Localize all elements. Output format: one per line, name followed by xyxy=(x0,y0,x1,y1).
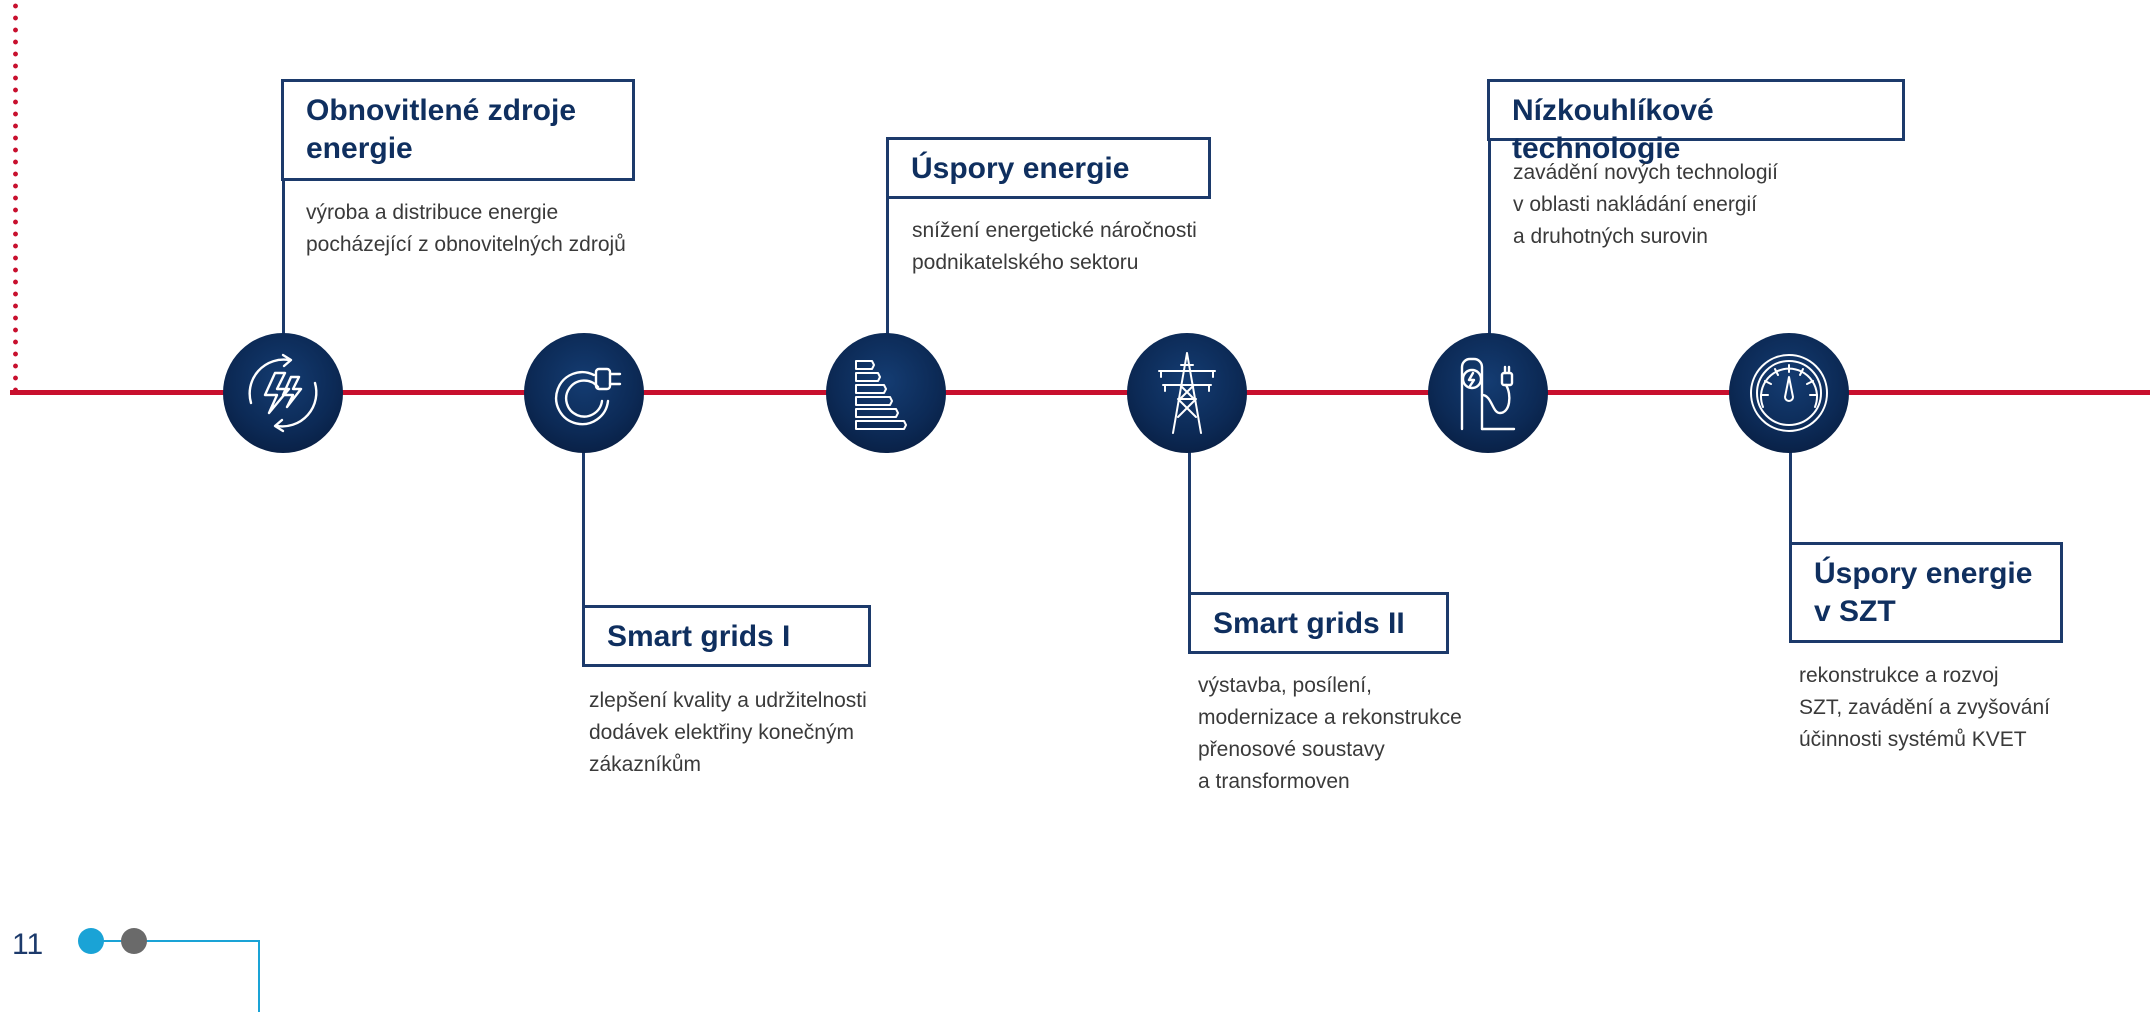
item-description-2: zlepšení kvality a udržitelnosti dodávek… xyxy=(589,689,867,776)
charging-station-circle xyxy=(1428,333,1548,453)
title-box-5: Nízkouhlíkové technologie xyxy=(1487,79,1905,165)
plug-icon xyxy=(554,367,622,426)
nav-connector-vertical xyxy=(258,940,260,1012)
item-title-2: Smart grids I xyxy=(607,620,791,653)
nav-connector-horizontal xyxy=(100,940,260,942)
nav-dot-inactive[interactable] xyxy=(121,928,147,954)
gauge-circle xyxy=(1729,333,1849,453)
item-title-5: Nízkouhlíkové technologie xyxy=(1512,94,1714,165)
item-description-4: výstavba, posílení, modernizace a rekons… xyxy=(1198,674,1462,793)
renewable-energy-circle xyxy=(223,333,343,453)
item-title-3: Úspory energie xyxy=(911,152,1130,185)
item-description-1: výroba a distribuce energie pocházející … xyxy=(306,201,626,256)
item-description-5: zavádění nových technologií v oblasti na… xyxy=(1513,161,1779,248)
renewable-energy-icon xyxy=(248,353,318,433)
energy-efficiency-icon xyxy=(855,360,907,430)
connector-line-2 xyxy=(582,450,585,612)
connector-line-3 xyxy=(886,194,889,338)
item-title-4: Smart grids II xyxy=(1213,607,1405,640)
page-number: 11 xyxy=(12,928,44,961)
transmission-tower-circle xyxy=(1127,333,1247,453)
item-title-6: Úspory energie v SZT xyxy=(1814,557,2033,628)
item-description-6: rekonstrukce a rozvoj SZT, zavádění a zv… xyxy=(1799,664,2050,751)
nav-dot-active[interactable] xyxy=(78,928,104,954)
title-box-1: Obnovitlené zdroje energie xyxy=(281,79,635,181)
timeline-axis xyxy=(10,390,2150,395)
title-box-4: Smart grids II xyxy=(1188,592,1449,654)
dotted-red-line xyxy=(13,0,18,392)
connector-line-1 xyxy=(282,178,285,338)
transmission-tower-icon xyxy=(1158,352,1216,434)
item-description-3: snížení energetické náročnosti podnikate… xyxy=(912,219,1197,274)
connector-line-6 xyxy=(1789,450,1792,546)
gauge-icon xyxy=(1750,354,1828,432)
title-box-2: Smart grids I xyxy=(582,605,871,667)
energy-efficiency-circle xyxy=(826,333,946,453)
plug-circle xyxy=(524,333,644,453)
title-box-3: Úspory energie xyxy=(886,137,1211,199)
title-box-6: Úspory energie v SZT xyxy=(1789,542,2063,643)
connector-line-4 xyxy=(1188,450,1191,598)
charging-station-icon xyxy=(1460,357,1516,431)
connector-line-5 xyxy=(1488,138,1491,338)
item-title-1: Obnovitlené zdroje energie xyxy=(306,94,577,165)
